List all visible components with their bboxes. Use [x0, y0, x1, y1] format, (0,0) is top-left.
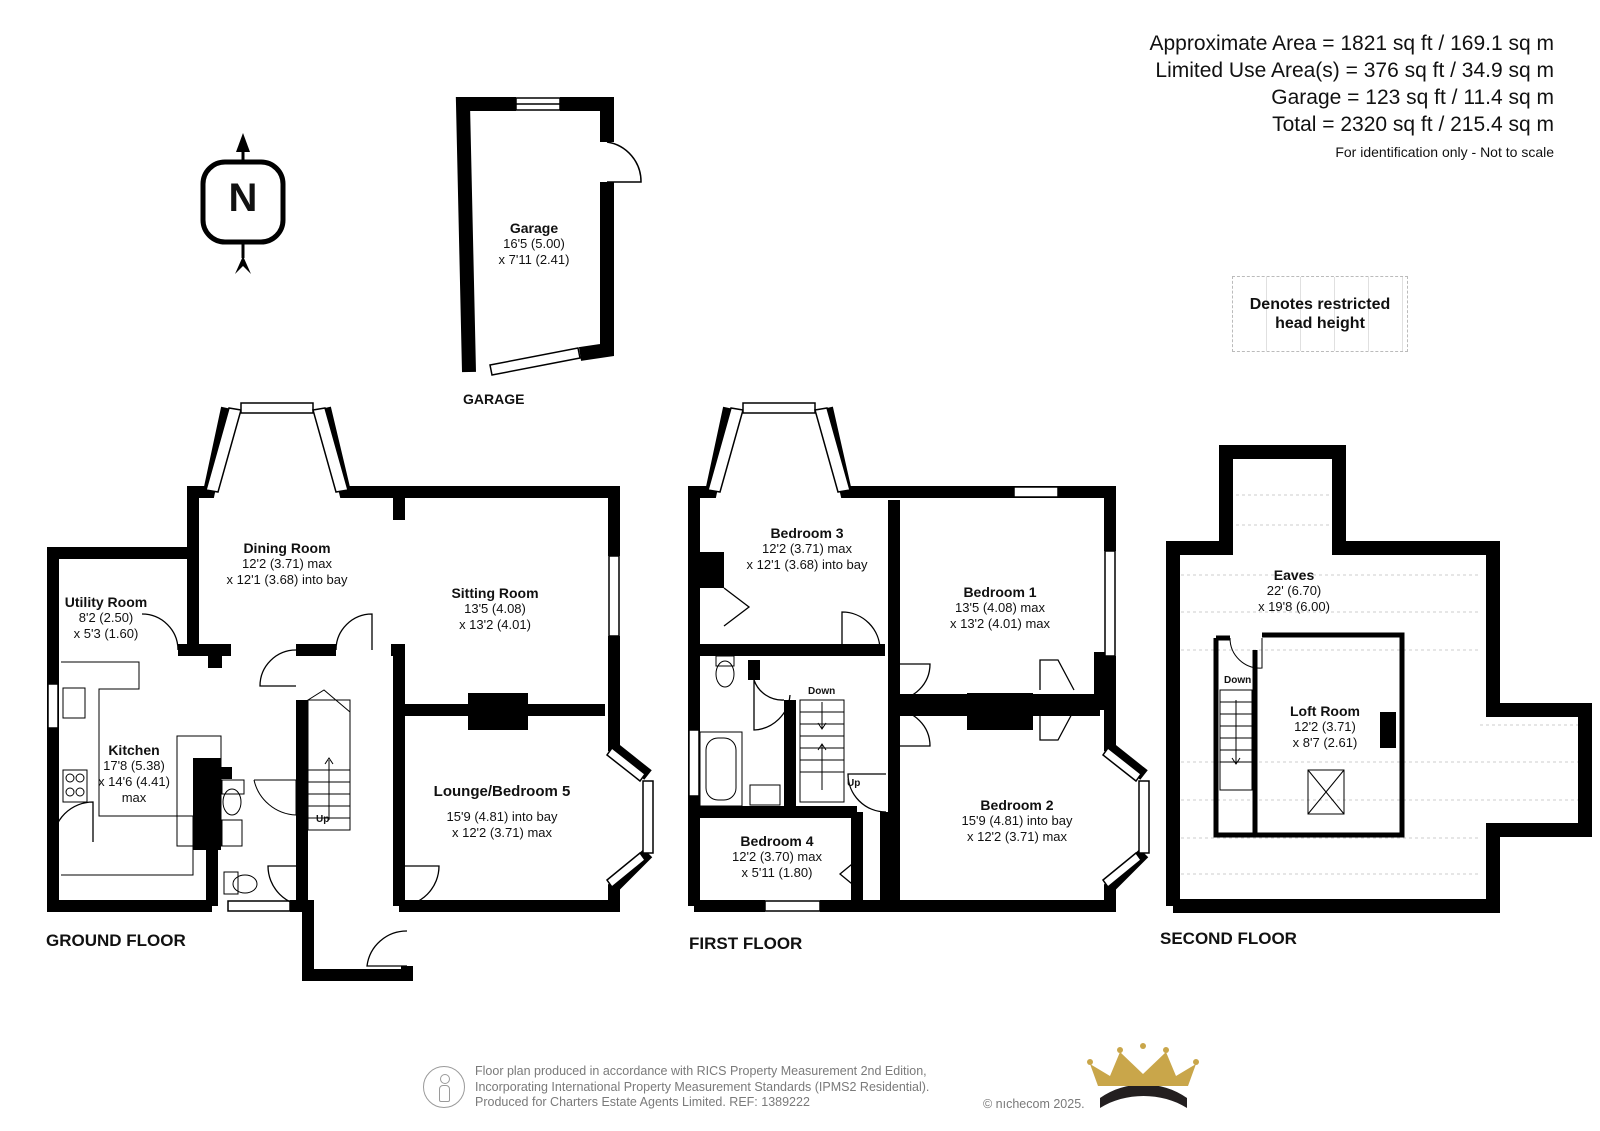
- garage-label: GARAGE: [463, 391, 525, 407]
- room-sitting: Sitting Room 13'5 (4.08)x 13'2 (4.01): [451, 585, 539, 632]
- room-utility: Utility Room 8'2 (2.50)x 5'3 (1.60): [64, 594, 148, 641]
- ground-doors: [52, 613, 440, 967]
- copyright: © nıchecom 2025.: [983, 1097, 1085, 1111]
- stairs-up-ground: Up: [316, 814, 330, 825]
- footer: Floor plan produced in accordance with R…: [423, 1064, 1203, 1118]
- loft-chimney: [1380, 712, 1396, 748]
- second-floor-walls: [1166, 445, 1592, 913]
- garage-windows: [489, 97, 581, 376]
- first-floor-walls: [688, 406, 1149, 912]
- legend-line1: Denotes restricted: [1249, 296, 1391, 313]
- area-summary: Approximate Area = 1821 sq ft / 169.1 sq…: [1150, 30, 1555, 160]
- room-loft: Loft Room 12'2 (3.71)x 8'7 (2.61): [1290, 703, 1360, 750]
- footer-text: Floor plan produced in accordance with R…: [475, 1064, 930, 1109]
- garage-plan: [455, 97, 614, 373]
- garage-door: [606, 141, 642, 183]
- first-floor-label: FIRST FLOOR: [689, 934, 803, 953]
- second-floor-label: SECOND FLOOR: [1160, 929, 1297, 948]
- room-eaves: Eaves 22' (6.70)x 19'8 (6.00): [1258, 567, 1330, 614]
- loft-walls: [1213, 632, 1405, 838]
- stairs-down-first: Down: [808, 686, 836, 697]
- compass-icon: [200, 133, 286, 274]
- crown-logo: [1087, 1043, 1199, 1108]
- restricted-height-legend: Denotes restricted head height: [1232, 276, 1408, 352]
- limited-use-area: Limited Use Area(s) = 376 sq ft / 34.9 s…: [1155, 59, 1554, 82]
- ground-floor-label: GROUND FLOOR: [46, 931, 186, 950]
- first-windows: [688, 402, 1150, 912]
- room-kitchen: Kitchen 17'8 (5.38)x 14'6 (4.41)max: [98, 742, 170, 805]
- total-area: Total = 2320 sq ft / 215.4 sq m: [1272, 113, 1554, 136]
- scale-note: For identification only - Not to scale: [1335, 144, 1554, 160]
- first-inner-fills: [700, 552, 1110, 730]
- first-doors: [723, 587, 1075, 889]
- room-garage: Garage 16'5 (5.00)x 7'11 (2.41): [498, 220, 570, 267]
- stairs-up-first: Up: [847, 778, 861, 789]
- ground-fixtures: [61, 661, 351, 895]
- legend-line2: head height: [1275, 315, 1365, 332]
- ground-inner-fills: [193, 650, 528, 850]
- approximate-area: Approximate Area = 1821 sq ft / 169.1 sq…: [1149, 32, 1555, 55]
- second-fixtures: [1219, 637, 1345, 815]
- ground-floor-walls: [47, 406, 653, 981]
- ground-windows: [47, 402, 654, 912]
- first-fixtures: [699, 655, 845, 807]
- person-icon: [423, 1066, 465, 1108]
- garage-area: Garage = 123 sq ft / 11.4 sq m: [1271, 86, 1554, 109]
- stairs-down-second: Down: [1224, 675, 1252, 686]
- compass-letter: N: [228, 176, 258, 220]
